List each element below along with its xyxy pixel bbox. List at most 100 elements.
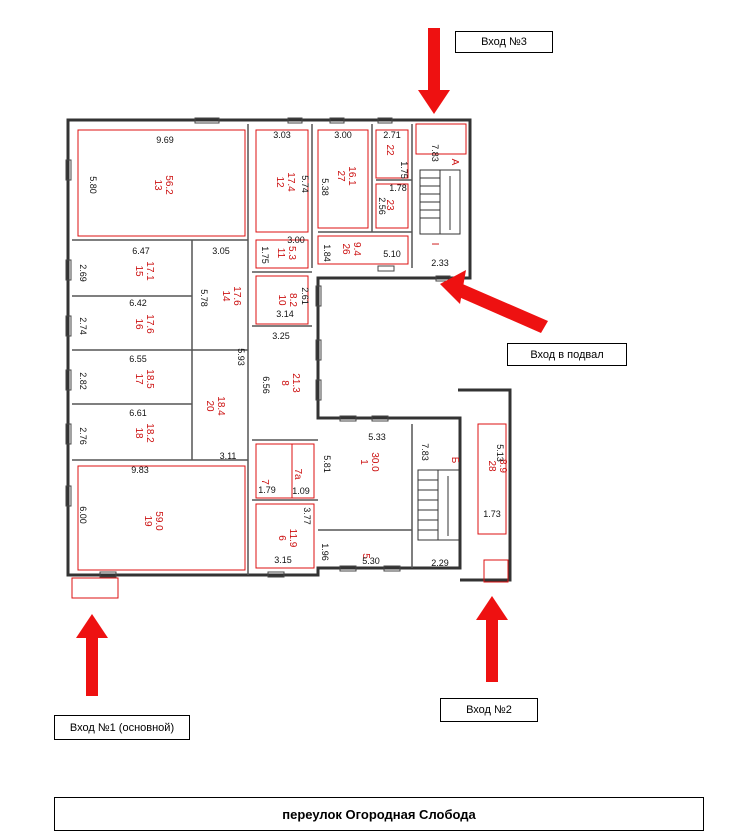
room-number: 5 (360, 553, 371, 559)
room-number: 12 (274, 176, 285, 188)
room-width: 1.73 (483, 509, 501, 519)
label-entry-1: Вход №1 (основной) (54, 715, 190, 740)
room-area: 11.9 (287, 529, 298, 548)
room-area: 18.4 (215, 396, 226, 416)
room-width: 5.33 (368, 432, 386, 442)
room-width: 9.69 (156, 135, 174, 145)
room-width: 5.30 (362, 556, 380, 566)
room-number: 20 (204, 400, 215, 412)
stair-a-length: 7.83 (430, 144, 440, 162)
entrance-arrows (76, 28, 548, 696)
room-width: 2.71 (383, 130, 401, 140)
room-width: 5.10 (383, 249, 401, 259)
room-height: 6.00 (78, 506, 88, 524)
room-number: 14 (220, 290, 231, 302)
room-area: 56.2 (163, 175, 174, 195)
room-number: 13 (152, 179, 163, 191)
room-width: 3.25 (272, 331, 290, 341)
entrance-vestibules (71, 559, 509, 599)
arrow-entry-3 (428, 28, 440, 92)
room-area: 59.0 (153, 511, 164, 531)
room-number: 7 (259, 479, 270, 485)
room-width: 1.09 (292, 486, 310, 496)
label-entry-2: Вход №2 (440, 698, 538, 722)
room-height: 5.74 (300, 175, 310, 193)
stair-b-length: 7.83 (420, 443, 430, 461)
room-number: 10 (276, 294, 287, 306)
room-number: 22 (384, 144, 395, 156)
arrow-entry-3-head (418, 90, 450, 114)
room-width: 3.00 (287, 235, 305, 245)
room-height: 5.38 (320, 178, 330, 196)
room-number: 26 (340, 243, 351, 255)
room-area: 18.2 (144, 423, 155, 443)
room-number: 23 (384, 199, 395, 211)
room-number: 15 (133, 265, 144, 277)
room-number: 19 (142, 515, 153, 527)
room-area: 9.4 (351, 242, 362, 256)
room-height: 1.84 (322, 244, 332, 262)
room-area: 21.3 (290, 373, 301, 393)
room-area: 18.5 (144, 369, 155, 389)
room-width: 3.00 (334, 130, 352, 140)
stair-b-width: 2.29 (431, 558, 449, 568)
room-width: 3.05 (212, 246, 230, 256)
room-number: 11 (275, 248, 286, 259)
arrow-basement-head (440, 270, 466, 304)
room-area: 5.3 (286, 246, 297, 260)
room-width: 6.42 (129, 298, 147, 308)
room-number: 1 (358, 459, 369, 465)
arrow-basement (452, 282, 548, 333)
room-height: 6.56 (261, 376, 271, 394)
room-height: 2.61 (300, 287, 310, 305)
street-name: переулок Огородная Слобода (54, 797, 704, 831)
room-number: 27 (335, 170, 346, 182)
room-number: 6 (276, 535, 287, 541)
label-entry-3: Вход №3 (455, 31, 553, 53)
room-width: 3.11 (220, 451, 237, 461)
room-height: 2.76 (78, 427, 88, 445)
room-area: 30.0 (369, 452, 380, 472)
room-height: 2.82 (78, 372, 88, 390)
room-height: 5.78 (199, 289, 209, 307)
room-height: 5.93 (236, 348, 246, 366)
building-walls (66, 118, 512, 582)
room-height: 3.77 (302, 507, 312, 525)
room-height: 1.75 (260, 246, 270, 264)
staircase-a (419, 169, 461, 235)
room-height: 5.81 (322, 455, 332, 473)
stair-letter-a: А (449, 159, 460, 166)
room-area: 16.1 (346, 166, 357, 186)
arrow-entry-2 (486, 618, 498, 682)
room-height: 1.96 (320, 543, 330, 561)
stair-letter-b: Б (449, 457, 460, 464)
room-width: 1.78 (389, 183, 407, 193)
room-area: 17.1 (144, 261, 155, 281)
room-height: 5.13 (495, 444, 505, 462)
room-number: 7а (292, 468, 303, 480)
inner-walls (72, 124, 413, 575)
stair-letter-i: I (429, 243, 440, 246)
stair-a-width: 2.33 (431, 258, 449, 268)
room-number: 17 (133, 373, 144, 385)
room-height: 2.69 (78, 264, 88, 282)
room-width: 6.61 (129, 408, 147, 418)
room-number: 16 (133, 318, 144, 330)
room-height: 2.74 (78, 317, 88, 335)
arrow-entry-2-head (476, 596, 508, 620)
room-area: 8.2 (287, 293, 298, 307)
room-width: 6.47 (132, 246, 150, 256)
room-width: 1.79 (258, 485, 276, 495)
room-width: 3.03 (273, 130, 291, 140)
room-area: 8.9 (497, 459, 508, 473)
room-width: 6.55 (129, 354, 147, 364)
room-area: 17.6 (231, 286, 242, 306)
arrow-entry-1 (86, 636, 98, 696)
room-number: 18 (133, 427, 144, 439)
label-basement-entry: Вход в подвал (507, 343, 627, 366)
room-number: 28 (486, 460, 497, 472)
room-height: 1.75 (399, 161, 409, 179)
room-area: 17.6 (144, 314, 155, 334)
